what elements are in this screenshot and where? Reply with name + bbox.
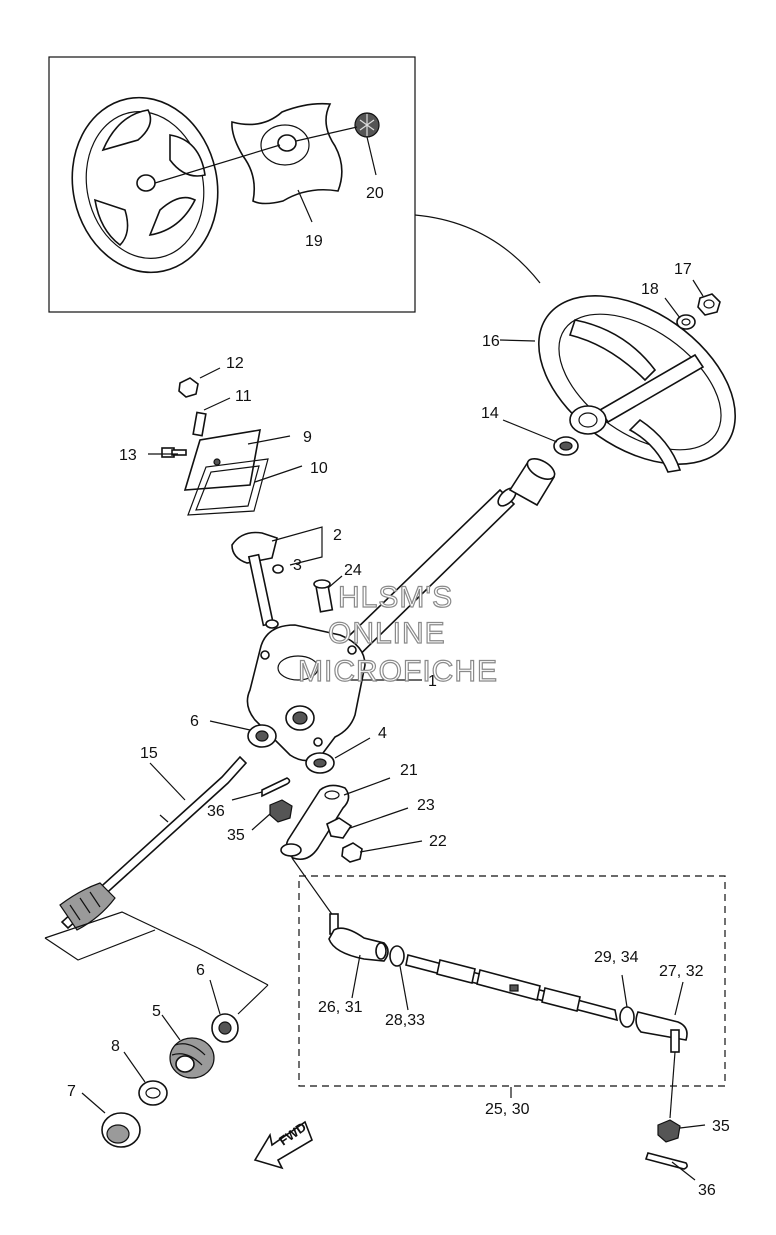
- callout-9: 9: [303, 429, 312, 446]
- lock-pin: [272, 564, 284, 574]
- pitman-arm: [280, 784, 350, 861]
- column-bushing: [553, 436, 579, 456]
- ball-nut: [169, 1037, 215, 1079]
- callout-26-31: 26, 31: [318, 999, 363, 1016]
- callout-27-32: 27, 32: [659, 963, 704, 980]
- cotter-pin-lower: [644, 1152, 688, 1170]
- castle-nut-lower: [657, 1119, 681, 1143]
- callout-3: 3: [293, 557, 302, 574]
- sector-shaft: [231, 531, 279, 629]
- wheel-nut: [697, 293, 721, 316]
- callout-36-lower: 36: [698, 1182, 716, 1199]
- callout-10: 10: [310, 460, 328, 477]
- adjust-stud: [192, 411, 207, 437]
- watermark-line-1: HLSM'S: [338, 581, 453, 614]
- callout-5: 5: [152, 1003, 161, 1020]
- steering-column: [320, 457, 556, 678]
- pitman-lock-washer: [326, 817, 353, 839]
- callout-35-upper: 35: [227, 827, 245, 844]
- upper-bearing: [247, 724, 277, 748]
- callout-4: 4: [378, 725, 387, 742]
- tie-rod-assembly-box: [291, 857, 726, 1119]
- worm-shaft: [59, 755, 248, 931]
- callout-15: 15: [140, 745, 158, 762]
- adjuster-plug: [101, 1112, 141, 1148]
- thrust-washer: [138, 1080, 168, 1106]
- gearbox-gasket: [187, 458, 269, 516]
- callout-16: 16: [482, 333, 500, 350]
- callout-24: 24: [344, 562, 362, 579]
- pitman-nut: [341, 842, 363, 863]
- gearbox-cover: [183, 429, 261, 491]
- callout-6-lower: 6: [196, 962, 205, 979]
- tie-rod-tube: [405, 954, 619, 1022]
- callout-28-33: 28,33: [385, 1012, 425, 1029]
- leader-lines: [81, 279, 706, 1181]
- callout-29-34: 29, 34: [594, 949, 639, 966]
- inset-steering-wheel: [71, 96, 219, 274]
- cover-bolt: [161, 447, 187, 458]
- callout-23: 23: [417, 797, 435, 814]
- callout-21: 21: [400, 762, 418, 779]
- callout-18: 18: [641, 281, 659, 298]
- tie-rod-end-left: [328, 913, 389, 962]
- watermark-line-2: ONLINE: [328, 617, 446, 650]
- tie-rod-end-right: [635, 1011, 688, 1053]
- callout-6-upper: 6: [190, 713, 199, 730]
- emblem-badge: [354, 112, 380, 138]
- forward-arrow-icon: FWD: [253, 1119, 313, 1170]
- watermark-line-3: MICROFICHE: [298, 655, 498, 688]
- lower-bearing: [211, 1013, 239, 1043]
- wheel-washer: [676, 314, 696, 330]
- adjust-nut: [178, 377, 199, 398]
- callout-14: 14: [481, 405, 499, 422]
- callout-20: 20: [366, 185, 384, 202]
- hub-cover: [231, 102, 343, 205]
- callout-7: 7: [67, 1083, 76, 1100]
- callout-22: 22: [429, 833, 447, 850]
- jam-nut-left: [389, 945, 405, 967]
- callout-1: 1: [428, 673, 437, 690]
- lower-bracket: [44, 911, 269, 1015]
- steering-wheel: [538, 295, 736, 473]
- watermark: HLSM'S ONLINE MICROFICHE: [297, 580, 498, 688]
- oil-seal: [305, 752, 335, 774]
- callout-17: 17: [674, 261, 692, 278]
- column-bolt: [313, 579, 334, 613]
- inset-detail: [48, 56, 541, 313]
- callout-12: 12: [226, 355, 244, 372]
- callout-labels: 1 2 3 4 5 6 6 7 8 9 10 11 12 13 14 15 16…: [67, 185, 730, 1199]
- callout-11: 11: [235, 388, 252, 405]
- callout-25-30: 25, 30: [485, 1101, 530, 1118]
- callout-13: 13: [119, 447, 137, 464]
- jam-nut-right: [619, 1006, 635, 1028]
- callout-8: 8: [111, 1038, 120, 1055]
- gearbox-housing: [246, 624, 366, 762]
- callout-36-upper: 36: [207, 803, 225, 820]
- castle-nut-upper: [269, 799, 293, 823]
- callout-35-lower: 35: [712, 1118, 730, 1135]
- cotter-pin-upper: [261, 777, 291, 798]
- callout-2: 2: [333, 527, 342, 544]
- callout-19: 19: [305, 233, 323, 250]
